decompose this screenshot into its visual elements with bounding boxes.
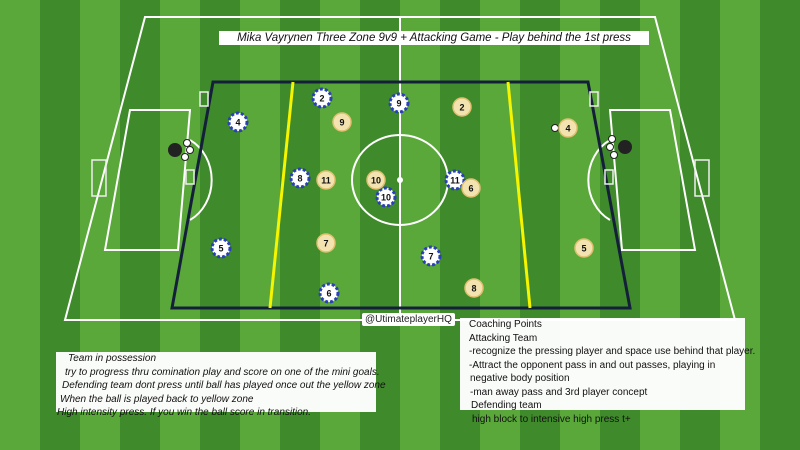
yellow-player: 4	[558, 118, 578, 138]
player-number: 10	[371, 176, 381, 186]
yellow-player: 9	[332, 112, 352, 132]
ball-icon	[551, 124, 559, 132]
mini-goal-icon	[589, 91, 599, 107]
left-penalty-area	[103, 109, 192, 251]
yellow-player: 7	[316, 233, 336, 253]
note-line: When the ball is played back to yellow z…	[60, 393, 254, 405]
possession-notes: Team in possession try to progress thru …	[56, 352, 386, 418]
blue-player: 6	[318, 282, 340, 304]
left-goal-icon	[91, 159, 107, 197]
player-marker	[388, 92, 410, 114]
coaching-line: -man away pass and 3rd player concept	[470, 386, 648, 398]
player-number: 2	[459, 103, 464, 113]
center-spot	[397, 177, 403, 183]
player-marker	[366, 170, 386, 190]
player-number: 5	[218, 244, 223, 254]
player-marker	[311, 87, 333, 109]
player-number: 9	[339, 118, 344, 128]
blue-player: 10	[375, 186, 397, 208]
player-number: 6	[326, 289, 331, 299]
player-number: 11	[321, 176, 331, 186]
ball-icon	[610, 151, 618, 159]
player-marker	[318, 282, 340, 304]
players: 2 9 4 8 10 11 5 7 6 9 2 4 11 10 6 7 5 8	[210, 87, 594, 304]
yellow-player: 5	[574, 238, 594, 258]
right-penalty-area	[608, 109, 697, 251]
blue-player: 8	[289, 167, 311, 189]
player-marker	[574, 238, 594, 258]
player-number: 8	[297, 174, 302, 184]
player-marker	[289, 167, 311, 189]
mini-goal-icon	[604, 169, 614, 185]
player-marker	[227, 111, 249, 133]
ball-icon	[606, 143, 614, 151]
player-marker	[210, 237, 232, 259]
mini-goal-icon	[199, 91, 209, 107]
player-marker	[375, 186, 397, 208]
player-number: 5	[581, 244, 586, 254]
player-number: 7	[428, 252, 433, 262]
grass-stripe	[760, 0, 800, 450]
player-marker	[558, 118, 578, 138]
player-number: 7	[323, 239, 328, 249]
left-arc	[189, 139, 213, 221]
player-marker	[316, 170, 336, 190]
yellow-player: 2	[452, 97, 472, 117]
player-number: 2	[319, 94, 324, 104]
yellow-zone-line-left	[268, 81, 295, 309]
player-number: 11	[450, 176, 460, 186]
ball-icon	[181, 153, 189, 161]
note-line: High intensity press. If you win the bal…	[57, 407, 312, 418]
ball-icon	[183, 139, 191, 147]
yellow-player: 10	[366, 170, 386, 190]
note-line: Defending team dont press until ball has…	[62, 380, 386, 391]
player-number: 4	[565, 124, 570, 134]
blue-player: 2	[311, 87, 333, 109]
cone-icon	[168, 143, 182, 157]
coaching-line: -Attract the opponent pass in and out pa…	[469, 359, 716, 371]
player-number: 10	[381, 193, 391, 203]
blue-player: 7	[420, 245, 442, 267]
author-handle: @UtimateplayerHQ	[362, 313, 455, 326]
coaching-line: high block to intensive high press t+	[472, 413, 631, 425]
player-number: 9	[396, 99, 401, 109]
player-marker	[332, 112, 352, 132]
grass-stripe	[0, 0, 40, 450]
coaching-line: negative body position	[470, 373, 570, 384]
diagram-title: Mika Vayrynen Three Zone 9v9 + Attacking…	[219, 31, 649, 45]
note-line: Team in possession	[68, 353, 157, 364]
player-number: 8	[471, 284, 476, 294]
player-marker	[316, 233, 336, 253]
yellow-player: 6	[461, 178, 481, 198]
player-number: 6	[468, 184, 473, 194]
player-marker	[452, 97, 472, 117]
mini-goal-icon	[185, 169, 195, 185]
coaching-line: Attacking Team	[469, 332, 538, 344]
yellow-zone-line-right	[506, 81, 532, 309]
player-marker	[461, 178, 481, 198]
player-number: 4	[235, 118, 240, 128]
blue-player: 4	[227, 111, 249, 133]
ball-icon	[186, 146, 194, 154]
yellow-player: 11	[316, 170, 336, 190]
blue-player: 5	[210, 237, 232, 259]
coaching-line: -recognize the pressing player and space…	[469, 346, 756, 357]
note-line: try to progress thru comination play and…	[65, 366, 380, 378]
blue-player: 9	[388, 92, 410, 114]
blue-player: 11	[444, 169, 466, 191]
coaching-line: Defending team	[471, 400, 542, 411]
cone-icon	[618, 140, 632, 154]
yellow-player: 8	[464, 278, 484, 298]
mini-goals	[91, 91, 710, 197]
player-marker	[420, 245, 442, 267]
coaching-line: Coaching Points	[469, 319, 542, 330]
coaching-points: Coaching Points Attacking Team -recogniz…	[460, 318, 756, 425]
right-goal-icon	[694, 159, 710, 197]
ball-icon	[608, 135, 616, 143]
ball-cones	[168, 124, 632, 161]
player-marker	[444, 169, 466, 191]
player-marker	[464, 278, 484, 298]
playing-area-border	[170, 80, 632, 310]
